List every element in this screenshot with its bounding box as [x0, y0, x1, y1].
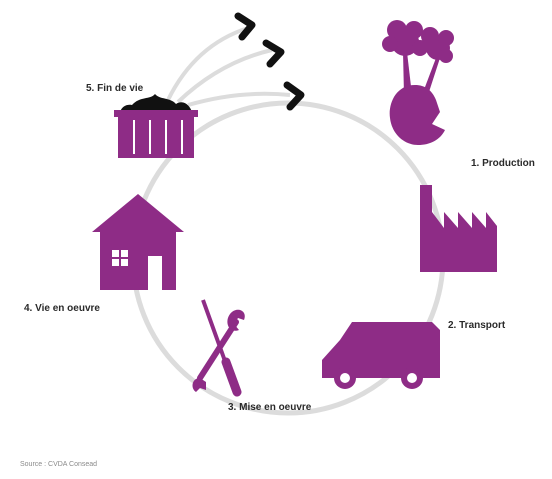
- tools-icon: [192, 299, 245, 397]
- exit-arc-middle: [176, 48, 273, 104]
- stage-label-production: 1. Production: [471, 158, 535, 169]
- exit-arrows: [234, 12, 305, 111]
- house-icon: [92, 194, 184, 290]
- source-caption: Source : CVDA Consead: [20, 461, 98, 468]
- stage-label-vie-en-oeuvre: 4. Vie en oeuvre: [24, 303, 100, 314]
- exit-arc-top: [166, 26, 249, 101]
- factory-icon: [420, 185, 497, 272]
- truck-icon: [322, 322, 440, 389]
- stage-label-fin-de-vie: 5. Fin de vie: [86, 83, 144, 94]
- stage-label-mise-en-oeuvre: 3. Mise en oeuvre: [228, 402, 312, 413]
- tree-icon: [382, 20, 454, 145]
- arrow-top-icon: [234, 12, 256, 41]
- bin-icon: [114, 94, 198, 158]
- exit-arc-bottom: [187, 91, 291, 107]
- arrow-middle-icon: [262, 39, 285, 68]
- exit-arcs: [166, 26, 291, 107]
- stage-label-transport: 2. Transport: [448, 320, 506, 331]
- arrow-bottom-icon: [283, 81, 305, 111]
